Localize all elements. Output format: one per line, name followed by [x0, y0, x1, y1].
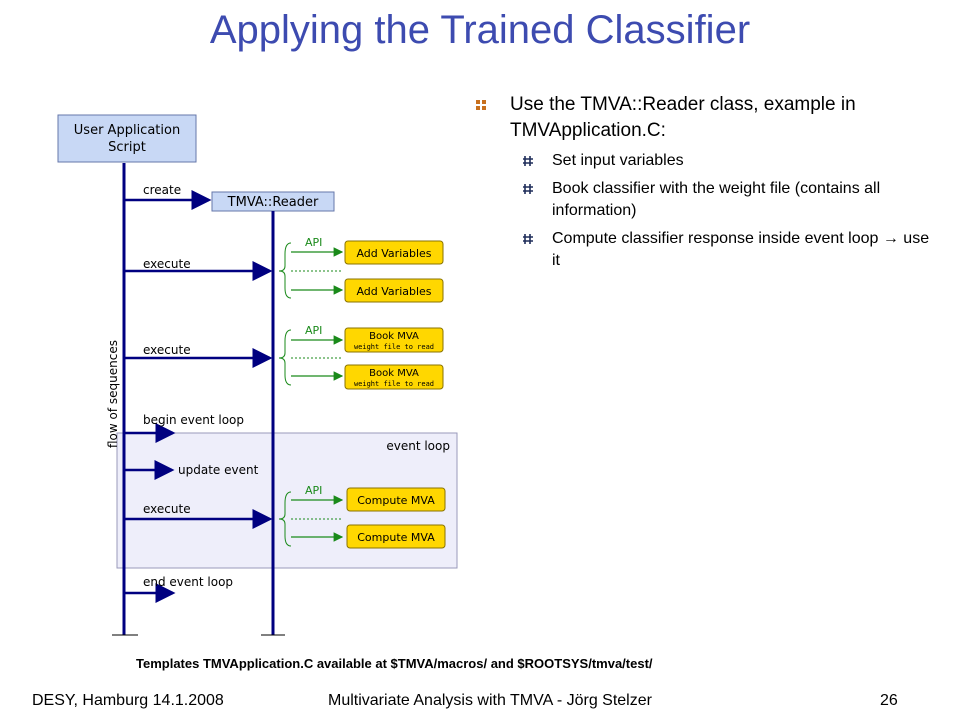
update-event-label: update event: [178, 463, 259, 477]
compute-mva-label: Compute MVA: [357, 494, 435, 507]
add-variables-box: [344, 278, 444, 303]
sub-bullet-icon: [523, 234, 533, 244]
sub-bullet: Set input variables: [470, 150, 940, 172]
flow-of-sequences-label: flow of sequences: [106, 340, 120, 448]
templates-note: Templates TMVApplication.C available at …: [136, 656, 653, 671]
compute-mva-box: [346, 524, 446, 549]
execute-label: execute: [143, 502, 191, 516]
api-label: API: [305, 484, 322, 497]
compute-mva-box: [346, 487, 446, 512]
sub-bullet-text: Book classifier with the weight file (co…: [552, 180, 881, 219]
event-loop-label: event loop: [386, 439, 450, 453]
bullet-list: Use the TMVA::Reader class, example in T…: [470, 92, 940, 272]
compute-mva-label: Compute MVA: [357, 531, 435, 544]
book-mva-sublabel: weight file to read: [354, 343, 434, 351]
sub-bullet-icon: [523, 184, 533, 194]
user-application-box: [57, 114, 197, 163]
bullet-main-text: Use the TMVA::Reader class, example in T…: [510, 94, 856, 141]
tmva-reader-label: TMVA::Reader: [227, 195, 319, 210]
begin-event-loop-label: begin event loop: [143, 413, 244, 427]
sub-bullet: Book classifier with the weight file (co…: [470, 178, 940, 222]
add-variables-label: Add Variables: [356, 285, 431, 298]
bullet-square-icon: [476, 100, 486, 110]
sub-bullet-icon: [523, 156, 533, 166]
sub-bullet-text: Compute classifier response inside event…: [552, 230, 930, 269]
api-brace: [278, 329, 292, 386]
book-mva-label: Book MVA: [369, 368, 419, 379]
book-mva-sublabel: weight file to read: [354, 380, 434, 388]
api-brace: [278, 491, 292, 547]
slide-title: Applying the Trained Classifier: [209, 8, 751, 52]
add-variables-box: [344, 240, 444, 265]
footer-talk-title: Multivariate Analysis with TMVA - Jörg S…: [328, 692, 652, 709]
book-mva-box: [344, 364, 444, 390]
sub-bullet-text: Set input variables: [552, 152, 684, 169]
api-brace: [278, 242, 292, 299]
book-mva-label: Book MVA: [369, 331, 419, 342]
sequence-diagram: event loop User Application Script TMVA:…: [57, 114, 458, 636]
api-label: API: [305, 236, 322, 249]
book-mva-box: [344, 327, 444, 353]
user-application-label: Script: [108, 140, 146, 155]
execute-label: execute: [143, 257, 191, 271]
bullet-main: Use the TMVA::Reader class, example in T…: [470, 92, 940, 144]
sub-bullet: Compute classifier response inside event…: [470, 228, 940, 272]
end-event-loop-label: end event loop: [143, 575, 233, 589]
footer-page-number: 26: [880, 692, 898, 709]
api-label: API: [305, 324, 322, 337]
footer-location-date: DESY, Hamburg 14.1.2008: [32, 692, 224, 709]
add-variables-label: Add Variables: [356, 247, 431, 260]
user-application-label: User Application: [74, 123, 180, 138]
create-label: create: [143, 183, 181, 197]
execute-label: execute: [143, 343, 191, 357]
